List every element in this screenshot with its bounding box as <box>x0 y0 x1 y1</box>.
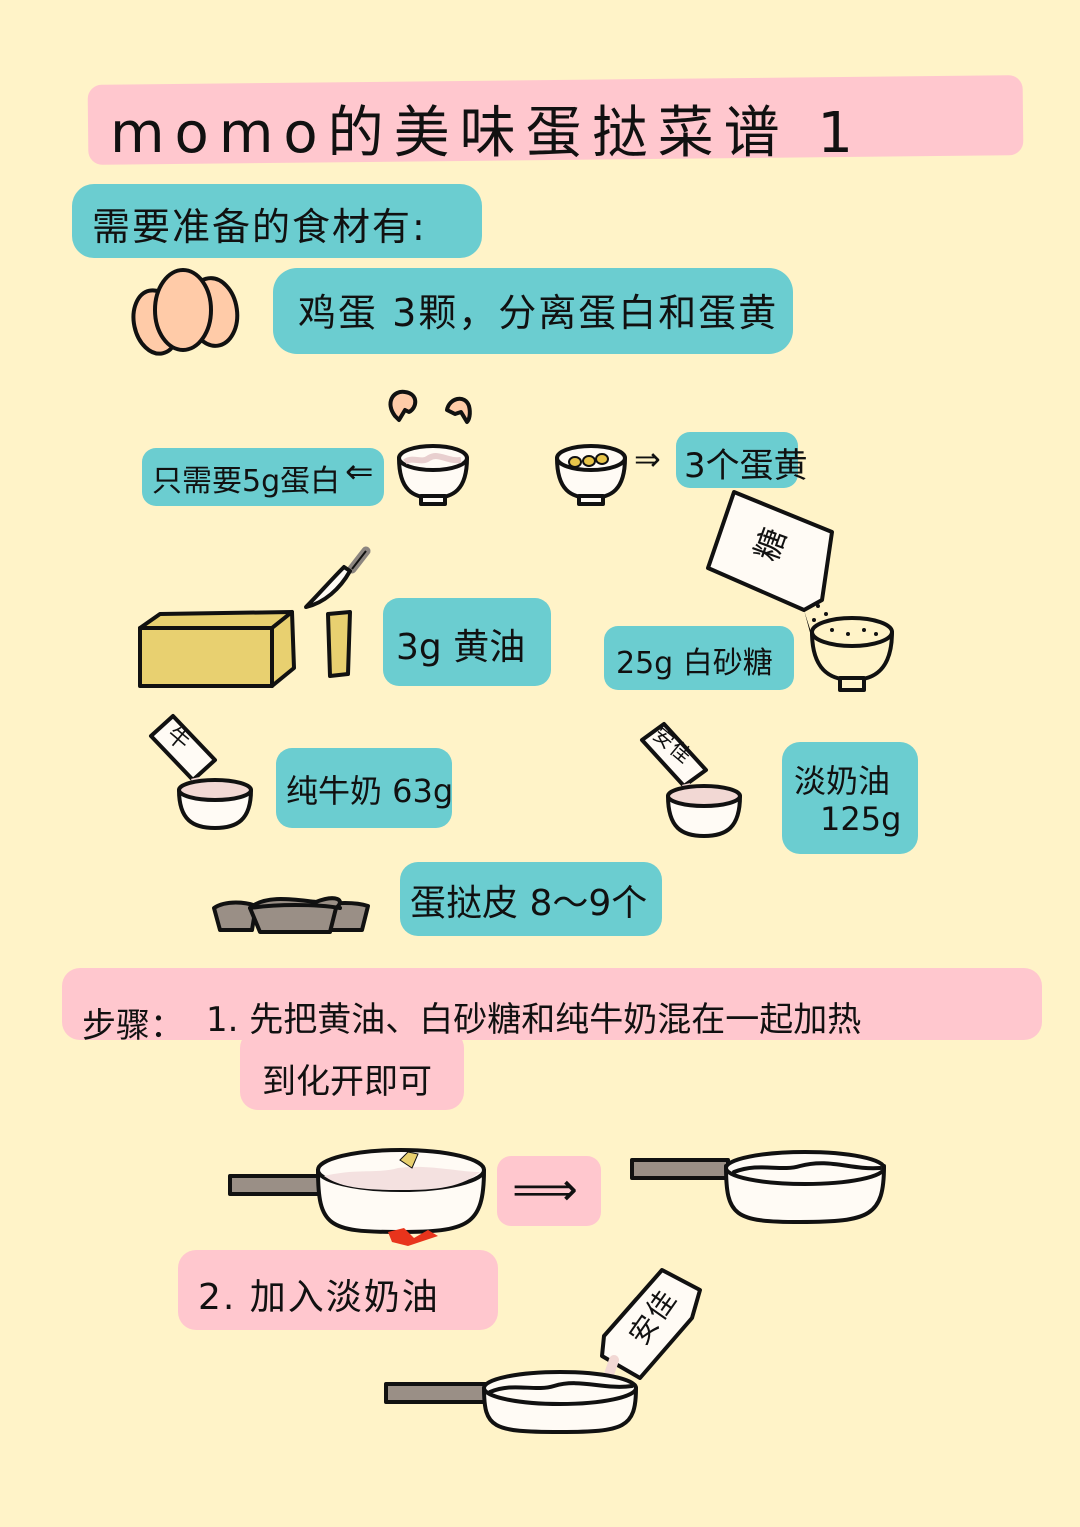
tart-shells-label-bg <box>400 862 662 936</box>
page-title: momo的美味蛋挞菜谱 1 <box>110 101 864 166</box>
step1-line1: 1. 先把黄油、白砂糖和纯牛奶混在一起加热 <box>206 1000 862 1040</box>
eggs-label-bg <box>273 268 793 354</box>
eggs-icon <box>131 268 240 356</box>
sugar-bowl-icon <box>810 604 894 692</box>
tart-shells-icon <box>212 896 370 934</box>
melted-pan-icon <box>630 1150 886 1224</box>
tart-shells-label: 蛋挞皮 8～9个 <box>410 883 648 924</box>
steps-banner <box>62 968 1042 1040</box>
egg-shells-icon <box>388 389 472 424</box>
cream-pan-icon <box>384 1355 638 1434</box>
arrow-right-icon: ⇒ <box>634 440 663 478</box>
butter-block-icon <box>138 610 296 688</box>
egg-white-bowl-icon <box>397 444 469 506</box>
step2-label: 2. 加入淡奶油 <box>198 1277 440 1318</box>
milk-label-bg <box>276 748 452 828</box>
milk-pour-icon <box>149 714 253 830</box>
egg-yolk-label-bg <box>676 432 798 488</box>
arrow-banner <box>497 1156 601 1226</box>
knife-icon <box>304 546 371 609</box>
cream-label-bg <box>782 742 918 854</box>
egg-yolk-label: 3个蛋黄 <box>684 446 808 486</box>
step1-line2: 到化开即可 <box>262 1062 432 1102</box>
cream-pour-icon <box>640 722 742 838</box>
steps-heading: 步骤： <box>82 1006 184 1046</box>
cream-label-line1: 淡奶油 <box>794 762 891 800</box>
butter-label-bg <box>383 598 551 686</box>
egg-yolk-bowl-icon <box>555 444 627 506</box>
step-arrow-icon: ⟹ <box>512 1162 580 1216</box>
steps-banner-ext <box>240 1030 464 1110</box>
ingredients-heading: 需要准备的食材有: <box>92 205 427 249</box>
ingredients-heading-bg <box>72 184 482 258</box>
cream-carton-icon <box>600 1268 702 1380</box>
butter-slice-icon <box>326 610 352 678</box>
eggs-label: 鸡蛋 3颗，分离蛋白和蛋黄 <box>298 291 779 335</box>
step2-banner <box>178 1250 498 1330</box>
egg-white-label: 只需要5g蛋白 <box>152 464 341 499</box>
arrow-left-icon: ⇐ <box>345 452 376 492</box>
sugar-label: 25g 白砂糖 <box>616 646 773 681</box>
butter-label: 3g 黄油 <box>396 627 526 668</box>
cream-label-line2: 125g <box>820 800 902 838</box>
milk-label: 纯牛奶 63g <box>286 772 454 810</box>
sugar-label-bg <box>604 626 794 690</box>
egg-white-label-bg <box>142 448 384 506</box>
heating-pan-icon <box>228 1148 486 1246</box>
